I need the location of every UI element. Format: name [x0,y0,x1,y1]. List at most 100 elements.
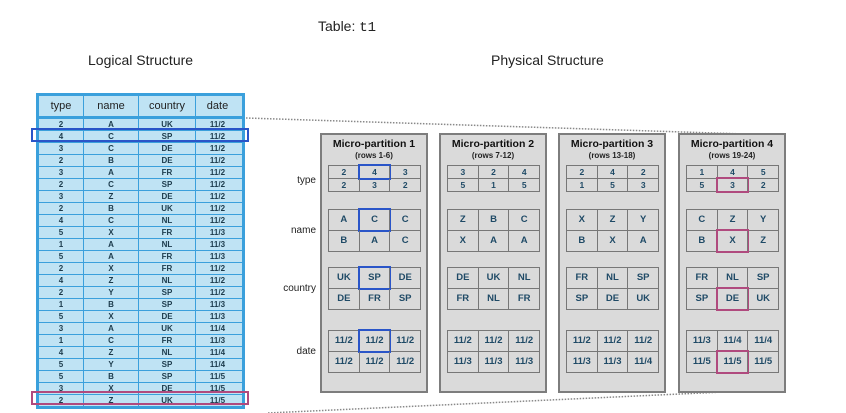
cell-date: 11/2 [195,215,239,226]
cell-name: C [83,131,138,142]
cell-name: A [83,251,138,262]
value-cell: UK [627,289,658,309]
column-header: country [138,96,195,116]
top-dotted-line [245,117,746,135]
table-name: t1 [359,20,377,36]
cell-name: Y [83,359,138,370]
cell-country: FR [138,335,195,346]
value-cell: Z [596,210,628,230]
cell-date: 11/2 [195,203,239,214]
value-cell: 1 [579,180,585,190]
value-cell: X [578,214,585,225]
cell-name: Y [83,287,138,298]
cell-name: B [83,371,138,382]
value-cell: 5 [508,179,539,191]
value-cell: 5 [699,180,705,190]
partition-title: Micro-partition 2 [451,138,535,150]
row-label-date: date [296,346,316,357]
value-cell: FR [508,289,539,309]
cell-name: B [83,155,138,166]
cell-date: 11/5 [195,383,239,394]
page-title: Table: t1 [318,18,376,36]
value-cell: 1 [699,167,705,177]
value-cell: 4 [716,166,748,178]
cell-country: FR [138,227,195,238]
value-cell: Y [627,210,658,230]
cell-name: X [83,383,138,394]
cell-date: 11/3 [195,311,239,322]
cell-type: 5 [58,360,64,369]
cell-type: 4 [58,132,64,141]
cell-country: DE [138,143,195,154]
value-cell: 11/2 [389,331,420,351]
cell-name: X [83,263,138,274]
row-label-country: country [283,283,316,294]
cell-type: 2 [58,396,64,405]
value-cell: FR [695,272,709,283]
value-cell: 11/5 [715,350,749,374]
cell-country: DE [138,311,195,322]
value-cell: 11/2 [508,331,539,351]
cell-type: 2 [58,288,64,297]
partition-row-range: (rows 13-18) [588,151,636,160]
value-cell: C [389,210,420,230]
cell-type: 2 [58,120,64,129]
cell-date: 11/4 [195,347,239,358]
cell-type: 4 [58,348,64,357]
cell-name: C [83,215,138,226]
cell-date: 11/2 [195,143,239,154]
cell-date: 11/2 [195,119,239,130]
cell-type: 3 [58,168,64,177]
cell-date: 11/5 [195,395,239,406]
value-cell: FR [456,293,470,304]
cell-type: 1 [58,300,64,309]
cell-name: A [83,239,138,250]
partition-title: Micro-partition 3 [570,138,654,150]
cell-type: 1 [58,240,64,249]
value-cell: 11/3 [692,335,711,346]
cell-type: 4 [58,276,64,285]
cell-name: X [83,311,138,322]
cell-date: 11/3 [195,239,239,250]
cell-name: Z [83,275,138,286]
value-cell: Y [747,210,778,230]
value-cell: A [358,231,390,251]
value-cell: 11/3 [572,356,591,367]
value-cell: 3 [715,177,749,193]
value-cell: FR [358,289,390,309]
cell-type: 2 [58,180,64,189]
row-label-name: name [290,225,316,236]
value-cell: 1 [477,179,509,191]
cell-country: DE [138,155,195,166]
